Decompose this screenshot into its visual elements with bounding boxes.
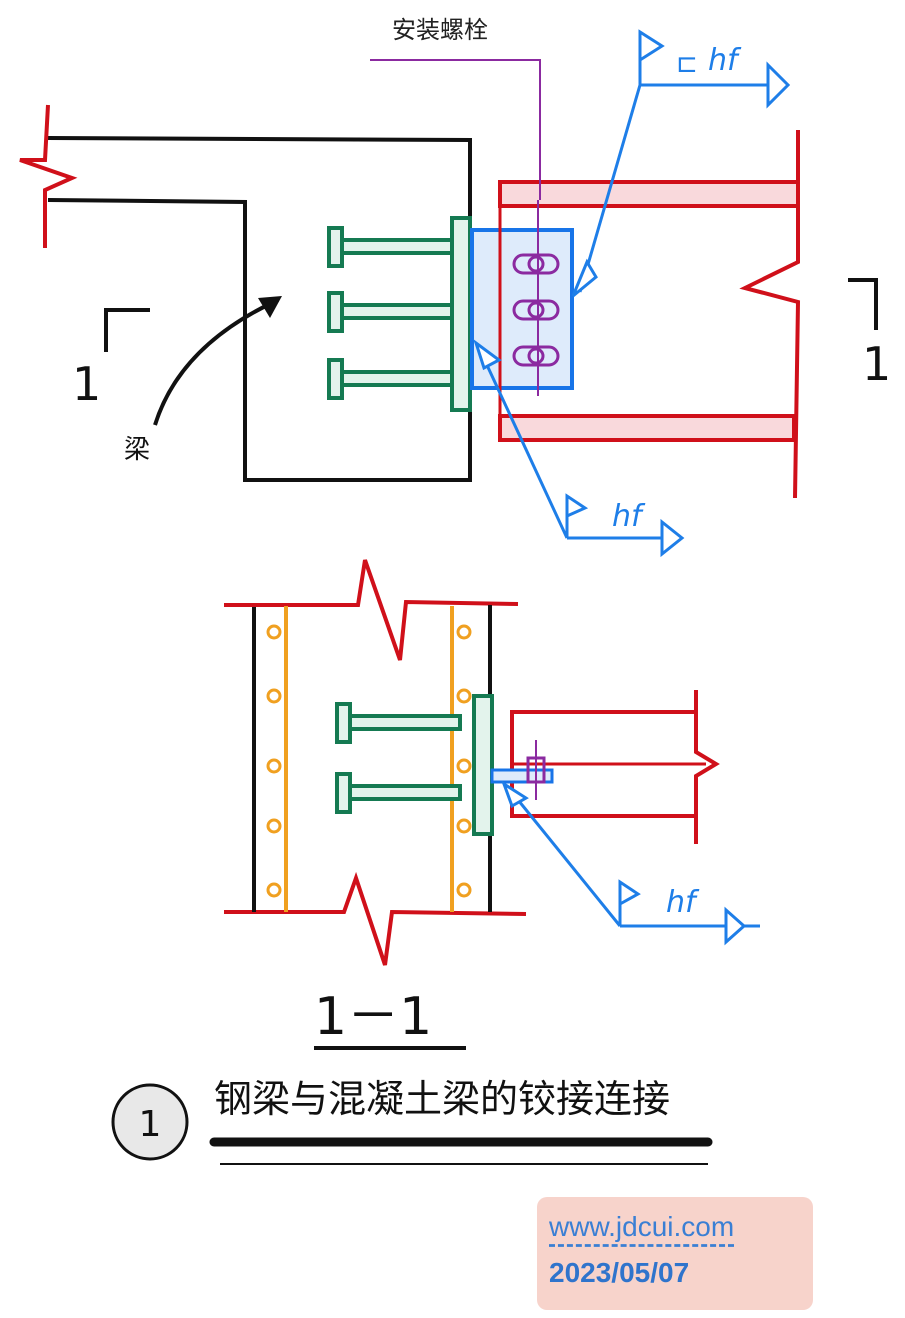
section-stud-1 [335,702,462,744]
weld-bottom-label: hf [612,499,646,534]
section-mark-left: 1 [72,357,101,411]
section-steel-beam [510,690,698,844]
title-text: 钢梁与混凝土梁的铰接连接 [214,1077,670,1121]
weld-symbol-top [571,29,791,298]
steel-beam-break-line [739,130,801,499]
weld-symbol-section [501,780,760,946]
anchor-stud-2 [327,291,454,333]
section-view: hf 1－1 [224,559,760,1050]
embedded-plate [450,216,472,412]
website-link[interactable]: www.jdcui.com [549,1211,735,1242]
title-number-circle [111,1083,189,1161]
beam-pointer-arrow [153,298,279,426]
section-marker-right [848,278,878,330]
drawing-title: 1 钢梁与混凝土梁的铰接连接 [111,1077,713,1165]
weld-top-prefix: ⊏ [676,49,698,79]
concrete-beam-outline [47,136,472,482]
section-mark-right: 1 [862,337,891,391]
rebar-dots-right [456,624,472,898]
anchor-stud-3 [327,358,454,400]
steel-beam-top-flange [498,180,800,208]
date-stamp: 2023/05/07 [549,1257,690,1288]
plan-view: 安装螺栓 ⊏ hf hf 梁 1 1 [19,16,891,558]
weld-top-label: hf [708,43,742,78]
section-bottom-break-line [224,871,527,966]
rebar-dots-left [266,624,282,898]
section-stud-2 [335,772,462,814]
section-embedded-plate [472,694,494,836]
section-marker-left [104,308,150,352]
bolt-label: 安装螺栓 [392,16,488,44]
section-top-break-line [224,559,519,661]
steel-beam-bottom-flange [498,414,796,442]
beam-pointer-arrowhead [258,296,282,318]
anchor-stud-1 [327,226,454,268]
beam-label: 梁 [124,435,150,465]
weld-symbol-bottom [473,339,685,558]
section-steel-break [694,712,720,816]
title-number: 1 [139,1104,162,1145]
section-title: 1－1 [314,987,432,1047]
watermark-note: www.jdcui.com 2023/05/07 [537,1197,813,1310]
bolt-leader [370,59,541,200]
weld-section-label: hf [666,885,700,920]
break-line-left [19,104,78,248]
